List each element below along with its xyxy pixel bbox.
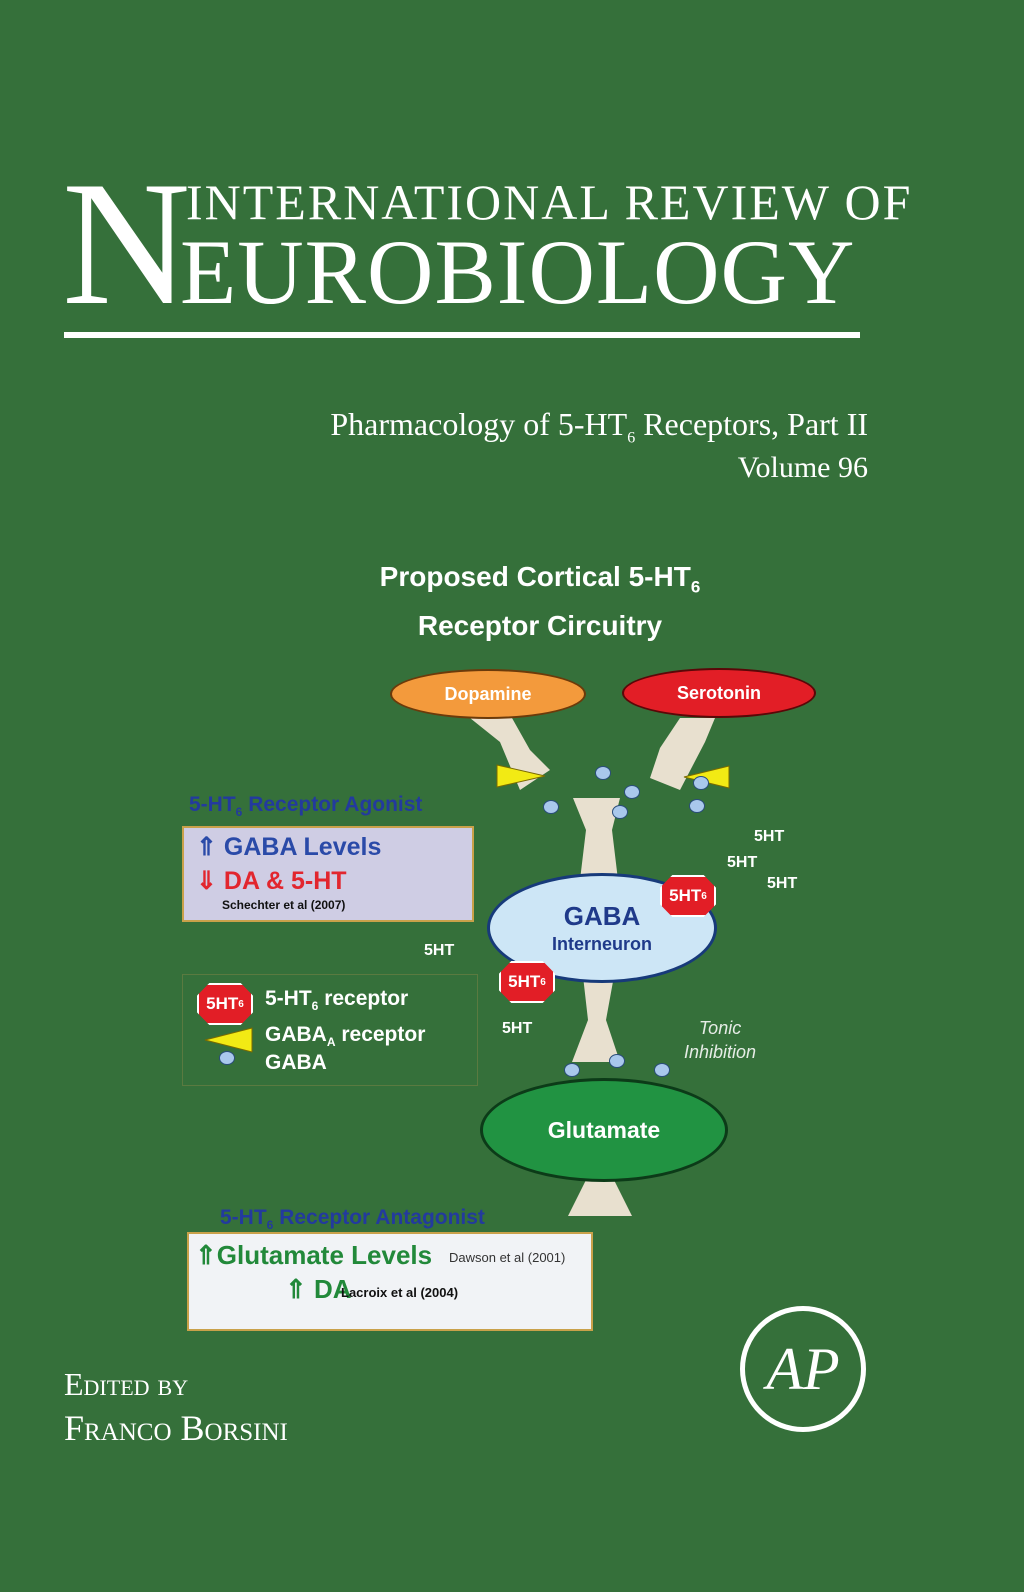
gaba-title: GABA bbox=[563, 901, 641, 931]
gaba-dot bbox=[654, 1063, 670, 1077]
volume-subtitle: Pharmacology of 5-HT6 Receptors, Part II bbox=[330, 406, 868, 447]
5ht-label: 5HT bbox=[767, 875, 798, 892]
agonist-da-effect: ⇓ DA & 5-HT bbox=[196, 867, 347, 895]
volume-number: Volume 96 bbox=[737, 451, 868, 484]
5ht-label: 5HT bbox=[502, 1020, 533, 1037]
antagonist-glutamate-effect: ⇑Glutamate Levels bbox=[195, 1240, 433, 1270]
series-title-line2: EUROBIOLOGY bbox=[180, 221, 856, 323]
gaba-dendrite bbox=[573, 798, 620, 880]
antagonist-effects-box: ⇑Glutamate Levels Dawson et al (2001) ⇑ … bbox=[187, 1232, 593, 1331]
legend-gabaa-label: GABAA receptor bbox=[265, 1023, 426, 1050]
diagram-title-line2: Receptor Circuitry bbox=[417, 609, 663, 641]
antagonist-heading: 5-HT6 Receptor Antagonist bbox=[220, 1206, 485, 1233]
gaba-axon bbox=[572, 976, 620, 1062]
gaba-dot bbox=[693, 776, 709, 790]
legend-5ht6-label: 5-HT6 receptor bbox=[265, 987, 409, 1014]
5ht-label: 5HT bbox=[424, 942, 455, 959]
gaba-dot bbox=[595, 766, 611, 780]
antagonist-citation-1: Dawson et al (2001) bbox=[449, 1250, 566, 1265]
edited-by-label: Edited by bbox=[64, 1366, 189, 1402]
5ht-label: 5HT bbox=[754, 828, 785, 845]
svg-text:AP: AP bbox=[762, 1336, 839, 1402]
publisher-logo: AP bbox=[740, 1306, 866, 1432]
legend-gabaa-icon bbox=[204, 1027, 253, 1053]
antagonist-da-effect: ⇑ DA bbox=[285, 1274, 352, 1304]
5ht-label: 5HT bbox=[727, 854, 758, 871]
legend-gaba-label: GABA bbox=[265, 1051, 327, 1074]
gaba-dot bbox=[564, 1063, 580, 1077]
diagram-title-subscript: 6 bbox=[690, 577, 701, 597]
agonist-heading: 5-HT6 Receptor Agonist bbox=[189, 793, 423, 820]
dopamine-axon bbox=[470, 718, 550, 790]
diagram-title-line1: Proposed Cortical 5-HT bbox=[379, 561, 691, 592]
title-rule bbox=[64, 332, 860, 338]
serotonin-axon bbox=[650, 718, 715, 790]
agonist-effects-box: ⇑ GABA Levels ⇓ DA & 5-HT Schechter et a… bbox=[182, 826, 474, 922]
serotonin-neuron: Serotonin bbox=[622, 668, 816, 718]
glutamate-axon bbox=[568, 1176, 632, 1216]
tonic-inhibition-label: Tonic Inhibition bbox=[684, 1018, 757, 1062]
dopamine-neuron: Dopamine bbox=[390, 669, 586, 719]
gaba-dot bbox=[624, 785, 640, 799]
gaba-dot bbox=[689, 799, 705, 813]
gaba-dot bbox=[609, 1054, 625, 1068]
legend-gaba-icon bbox=[219, 1051, 235, 1065]
gaba-dot bbox=[612, 805, 628, 819]
agonist-citation: Schechter et al (2007) bbox=[222, 898, 346, 912]
subtitle-subscript: 6 bbox=[627, 429, 636, 447]
antagonist-citation-2: Lacroix et al (2004) bbox=[341, 1285, 459, 1300]
gabaa-receptor-left bbox=[496, 764, 546, 788]
subtitle-part1: Pharmacology of 5-HT bbox=[330, 406, 628, 442]
series-initial: N bbox=[62, 144, 191, 342]
editor-name: Franco Borsini bbox=[64, 1408, 288, 1448]
glutamate-neuron: Glutamate bbox=[480, 1078, 728, 1182]
subtitle-part2: Receptors, Part II bbox=[635, 406, 868, 442]
publisher-logo-icon: AP bbox=[762, 1336, 839, 1402]
agonist-gaba-effect: ⇑ GABA Levels bbox=[196, 833, 382, 861]
gaba-dot bbox=[543, 800, 559, 814]
gaba-subtitle: Interneuron bbox=[551, 934, 652, 954]
diagram-title: Proposed Cortical 5-HT6 Receptor Circuit… bbox=[300, 558, 780, 645]
series-title-line1: INTERNATIONAL REVIEW OF bbox=[186, 174, 913, 230]
